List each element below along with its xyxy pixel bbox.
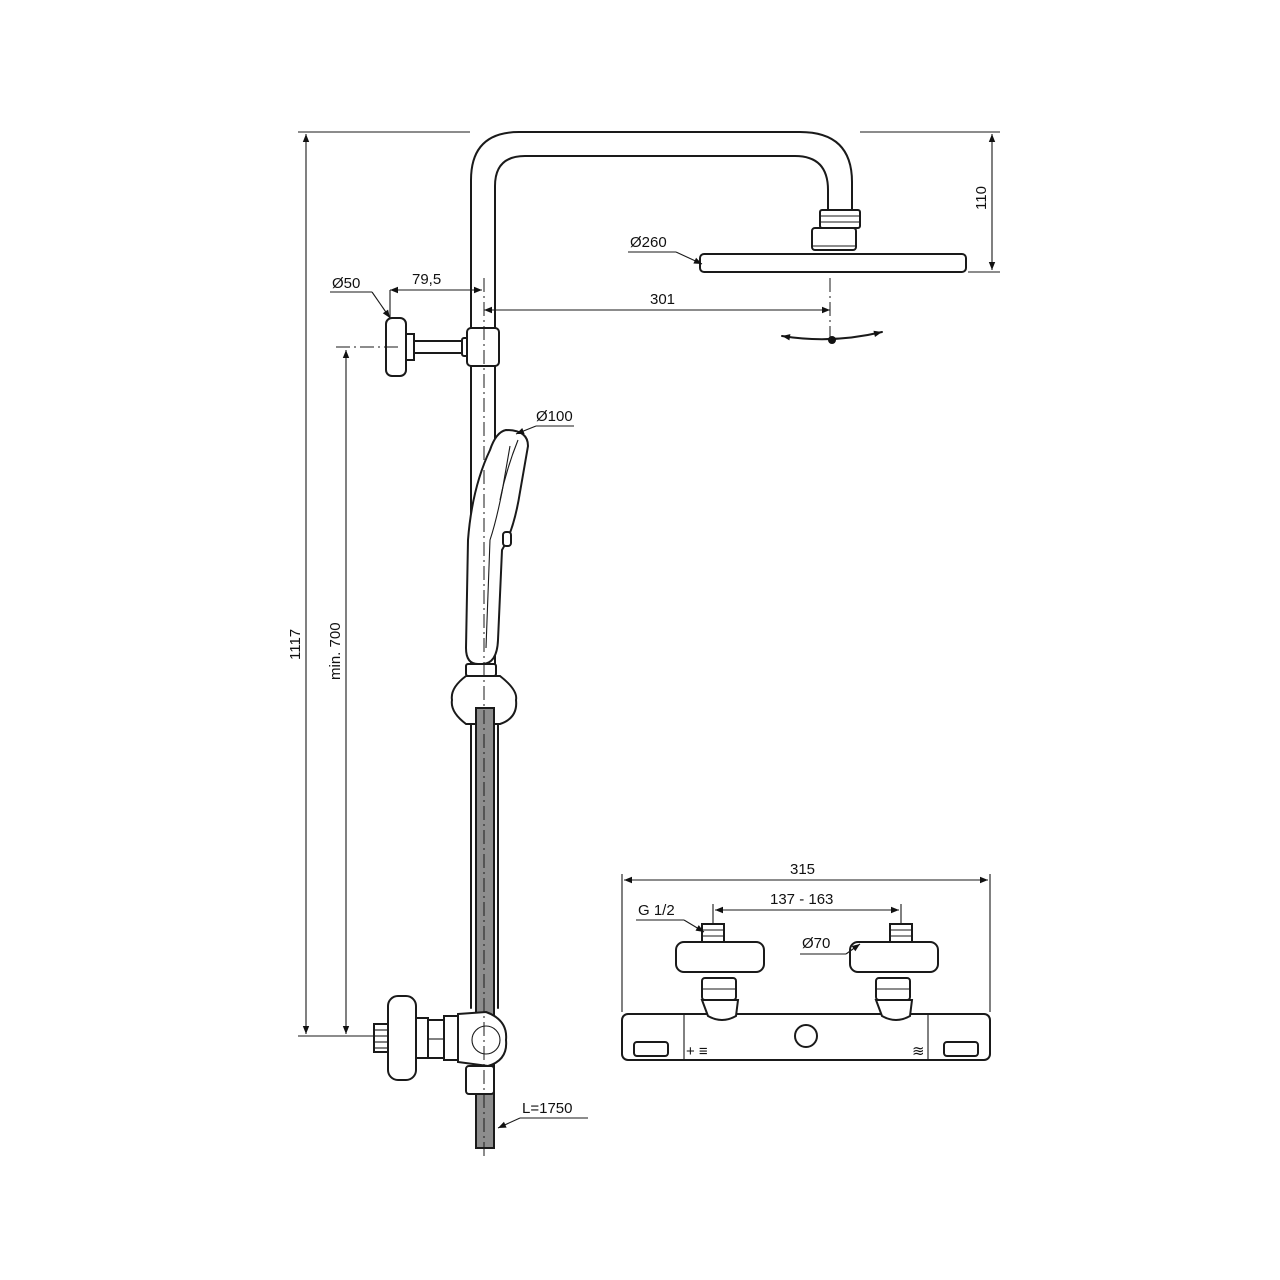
dim-head-projection: 110 <box>973 186 990 210</box>
dim-inlet-flange-diameter: Ø70 <box>802 935 830 952</box>
riser-pipe-outer <box>470 131 853 1009</box>
overhead-shower-head <box>699 253 967 273</box>
left-inlet-elbow <box>700 999 740 1021</box>
shower-column: Ø50 79,5 301 Ø260 110 Ø100 1117 min. 700 <box>287 131 1000 1160</box>
mixer-flow-marks: ≋ <box>912 1043 925 1060</box>
right-inlet-elbow <box>874 999 914 1021</box>
thermostatic-mixer-front: + ≡ ≋ 315 137 - 163 G 1/2 <box>621 861 991 1061</box>
mixer-center-button <box>794 1024 818 1048</box>
dim-inlet-spacing: 137 - 163 <box>770 891 833 908</box>
right-inlet-thread <box>889 923 913 943</box>
dim-min-height: min. 700 <box>327 622 344 680</box>
dim-inlet-thread: G 1/2 <box>638 902 675 919</box>
hand-shower-button <box>502 531 512 547</box>
wall-arm-top <box>413 340 467 354</box>
riser-pipe-inner <box>494 155 829 669</box>
dim-head-diameter: Ø260 <box>630 234 667 251</box>
dim-wall-flange-diameter: Ø50 <box>332 275 360 292</box>
dim-head-offset: 301 <box>650 291 675 308</box>
dim-mixer-width: 315 <box>790 861 815 878</box>
rotation-pivot <box>828 336 836 344</box>
mixer-right-handle-slot <box>943 1041 979 1057</box>
head-connector <box>811 227 857 251</box>
dim-wall-offset: 79,5 <box>412 271 441 288</box>
mixer-left-handle-slot <box>633 1041 669 1057</box>
dim-total-height: 1117 <box>287 629 304 660</box>
head-swivel-nut <box>819 209 861 229</box>
hand-shower-grip-end <box>465 663 497 677</box>
left-inlet-thread <box>701 923 725 943</box>
dim-hose-length: L=1750 <box>522 1100 572 1117</box>
mixer-body-side <box>457 1010 508 1068</box>
rail-clamp <box>466 327 500 367</box>
mixer-temp-marks: + ≡ <box>686 1043 708 1060</box>
dim-hand-shower-diameter: Ø100 <box>536 408 573 425</box>
mixer-outlet <box>465 1065 495 1095</box>
hand-shower-head <box>464 428 530 665</box>
left-inlet-flange <box>675 941 765 973</box>
mixer-wall-flange <box>387 995 417 1081</box>
right-inlet-flange <box>849 941 939 973</box>
